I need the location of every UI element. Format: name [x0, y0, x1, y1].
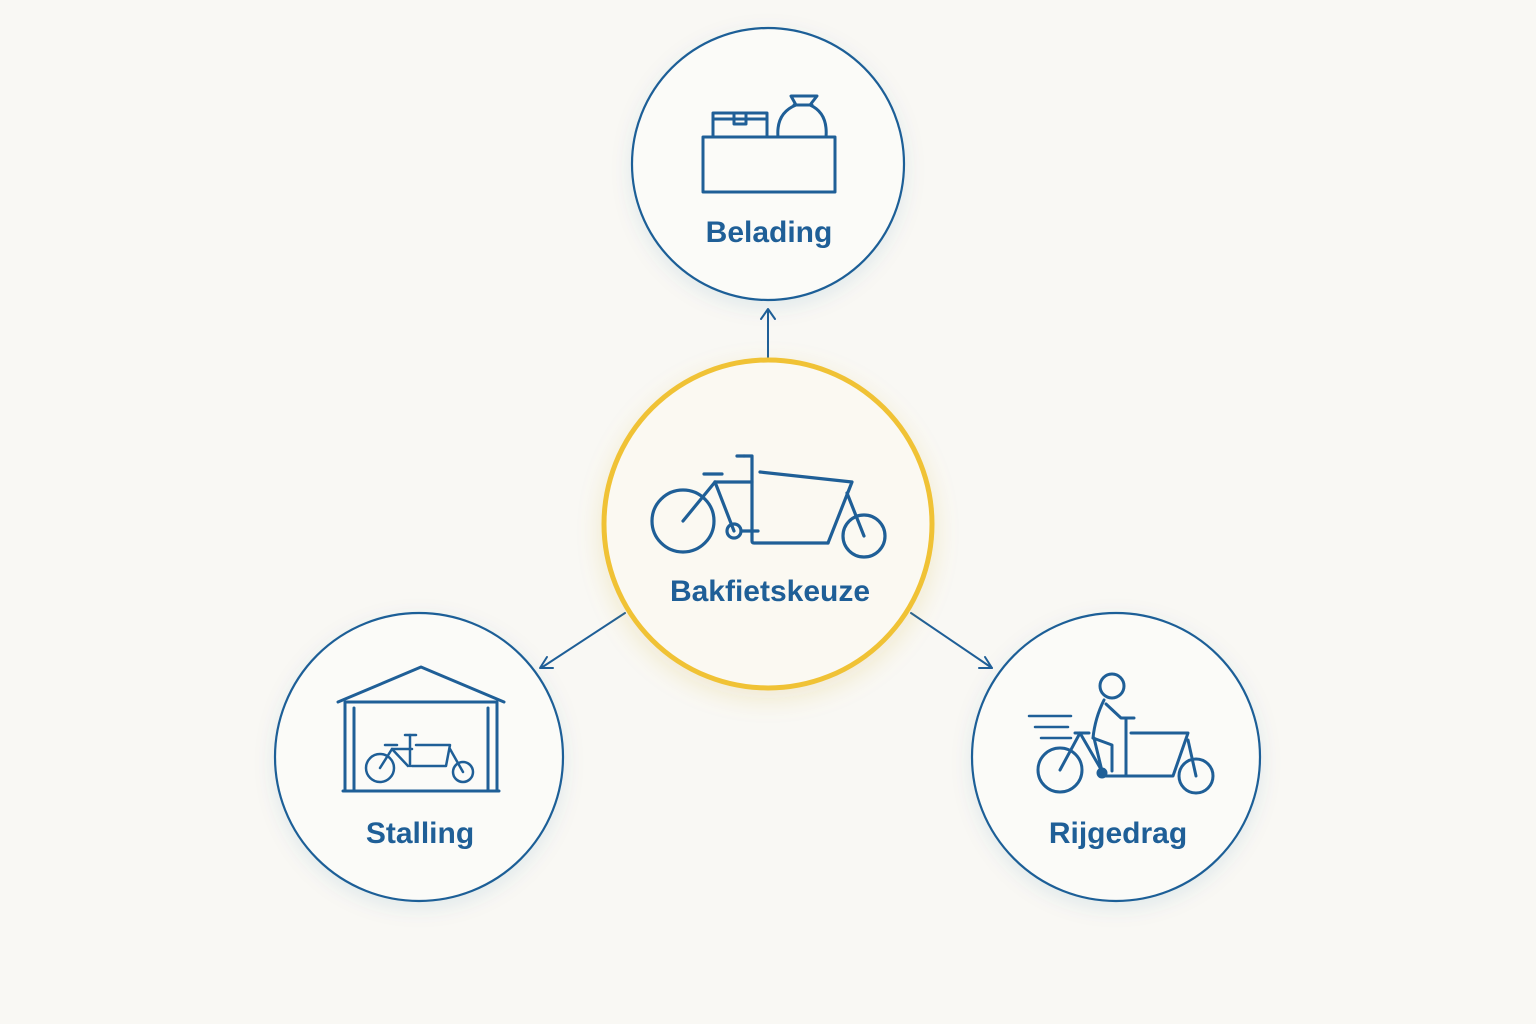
cargo-bike-rider-icon	[1027, 672, 1215, 795]
arrow-to-stalling	[539, 612, 626, 669]
garage-cargo-bike-icon	[364, 733, 475, 784]
connectors	[539, 308, 993, 669]
cargo-bike-icon	[650, 454, 887, 559]
arrow-to-belading	[760, 308, 776, 359]
node-center[interactable]: Bakfietskeuze	[601, 357, 935, 691]
bike-garage-icon	[336, 665, 506, 793]
rijgedrag-label: Rijgedrag	[1049, 817, 1187, 850]
center-label: Bakfietskeuze	[670, 575, 870, 608]
arrow-to-rijgedrag	[910, 612, 993, 669]
node-stalling[interactable]: Stalling	[273, 611, 565, 903]
node-belading[interactable]: Belading	[630, 26, 906, 302]
cargo-box-icon	[701, 94, 837, 194]
belading-label: Belading	[706, 216, 833, 249]
stalling-label: Stalling	[366, 817, 474, 850]
node-rijgedrag[interactable]: Rijgedrag	[970, 611, 1262, 903]
speed-lines-icon	[1027, 714, 1073, 740]
